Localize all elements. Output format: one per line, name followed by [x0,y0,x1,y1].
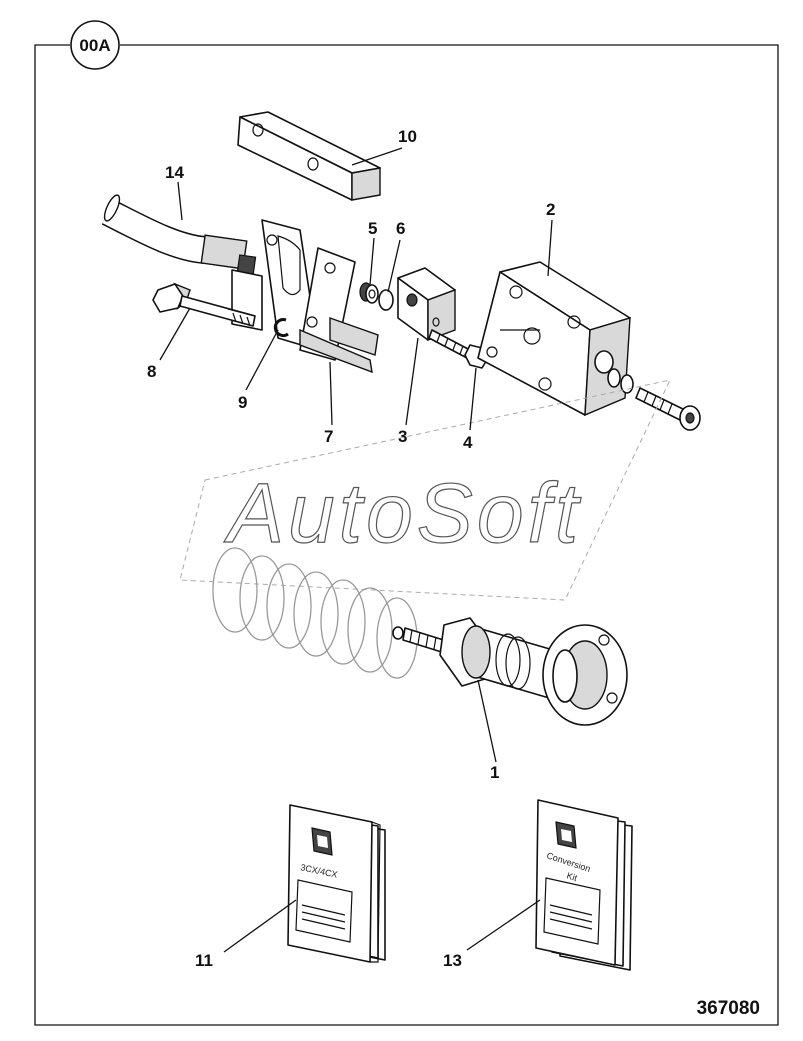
part-2-mounting-block [477,261,631,417]
part-3-block [397,267,456,342]
watermark-text: AutoSoft [223,466,582,560]
callout-5: 5 [368,219,377,238]
part-11-manual: 3CX/4CX [287,804,386,963]
callout-6: 6 [396,219,405,238]
callout-7: 7 [324,427,333,446]
callout-2: 2 [546,200,555,219]
callout-labels: 10 14 2 5 6 8 9 7 3 4 1 11 13 [147,127,555,970]
part-5-nut [359,282,379,304]
callout-13: 13 [443,951,462,970]
leader-lines [159,147,553,953]
part-4-bolt [428,329,489,369]
part-8-bolt [152,282,256,327]
diagram-border [34,44,779,1026]
callout-9: 9 [238,393,247,412]
part-9-circlip [273,318,289,338]
part-6-washer [378,289,394,311]
section-badge: 00A [70,20,120,70]
part-13-manual: Conversion Kit [535,799,633,971]
manual-13-cover-text-line2: Kit [565,870,579,883]
part-10-clamp-block [237,111,381,201]
callout-3: 3 [398,427,407,446]
spring [212,547,418,679]
part-7-bracket [231,219,379,374]
figure-number: 367080 [697,998,760,1019]
callout-14: 14 [165,163,184,182]
callout-8: 8 [147,362,156,381]
callout-11: 11 [195,951,213,970]
callout-4: 4 [463,433,473,452]
section-badge-label: 00A [79,36,110,55]
callout-10: 10 [398,127,417,146]
callout-1: 1 [490,763,499,782]
part-14-cable [101,194,257,282]
watermark-region: AutoSoft [179,379,671,601]
part-1-spring-piston [212,547,628,726]
